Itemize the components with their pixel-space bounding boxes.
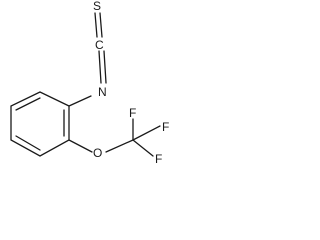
atom-s-label: S [93, 0, 101, 13]
bond-c-f-right [132, 125, 161, 141]
atom-f-top-label: F [129, 106, 136, 120]
bond-n-ring [68, 95, 92, 107]
bond-ring-o [68, 139, 93, 153]
atom-f-right-label: F [162, 120, 169, 134]
bond-o-cf3 [105, 139, 134, 153]
aromatic-bond-2 [15, 135, 41, 151]
bond-c-f-bottom [132, 139, 154, 157]
atom-c-label: C [95, 38, 104, 52]
atom-labels: S C N O F F F [93, 0, 169, 166]
atom-f-bottom-label: F [155, 152, 162, 166]
bond-s-c-2 [99, 12, 103, 38]
bond-s-c-1 [94, 12, 98, 38]
bond-c-n-2 [103, 50, 107, 84]
bond-c-n-1 [98, 50, 102, 84]
atom-o-label: O [93, 146, 102, 160]
bonds [10, 12, 161, 157]
aromatic-bond-1 [15, 97, 41, 111]
molecule-structure: S C N O F F F [10, 0, 169, 166]
benzene-ring [10, 91, 70, 157]
atom-n-label: N [98, 85, 107, 99]
